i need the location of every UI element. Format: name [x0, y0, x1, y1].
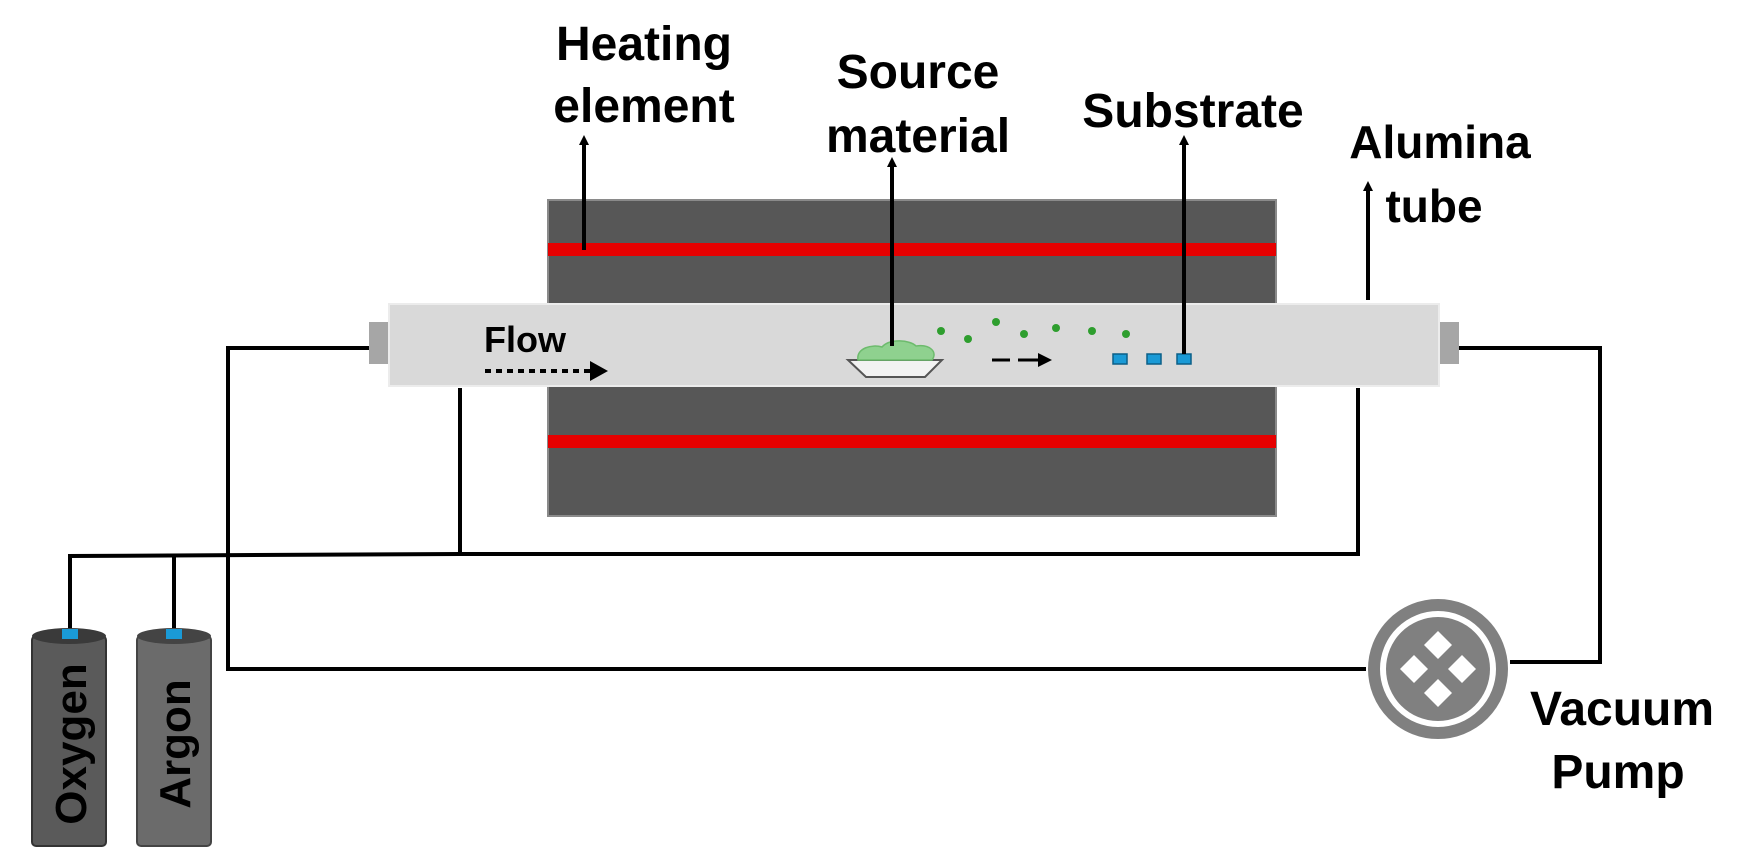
vacuum-lines	[226, 346, 1602, 671]
alumina-tube-label-line1: Alumina	[1349, 116, 1531, 168]
oxygen-cylinder	[31, 628, 107, 847]
vacuum-pump-label-line2: Pump	[1551, 746, 1684, 799]
flow-label: Flow	[484, 319, 567, 360]
tube-end-cap-left	[369, 322, 391, 364]
substrate-label: Substrate	[1082, 85, 1303, 138]
alumina-tube-label-line2: tube	[1385, 180, 1482, 232]
source-material-label-line1: Source	[837, 46, 1000, 99]
heating-element-bottom	[548, 435, 1276, 448]
tube-end-cap-right	[1437, 322, 1459, 364]
source-material	[857, 340, 935, 361]
source-material-label-line2: material	[826, 110, 1010, 163]
oxygen-label: Oxygen	[47, 663, 96, 824]
vapor-particles	[937, 318, 1130, 343]
transport-arrow-head	[1038, 353, 1052, 367]
oxygen-valve-icon	[62, 629, 78, 639]
argon-cylinder	[136, 628, 212, 847]
flow-arrow-head	[590, 361, 608, 381]
substrates	[1112, 353, 1192, 365]
source-boat	[845, 359, 945, 378]
substrate-1	[1112, 353, 1128, 365]
argon-label: Argon	[151, 679, 200, 809]
vacuum-pump-icon	[1368, 599, 1508, 739]
gas-lines	[67, 388, 1360, 630]
substrate-3	[1176, 353, 1192, 365]
heating-element-label-line2: element	[553, 80, 734, 133]
heating-element-label-line1: Heating	[556, 18, 732, 71]
argon-valve-icon	[166, 629, 182, 639]
heating-element-top	[548, 243, 1276, 256]
vacuum-pump-label-line1: Vacuum	[1530, 683, 1714, 736]
substrate-2	[1146, 353, 1162, 365]
